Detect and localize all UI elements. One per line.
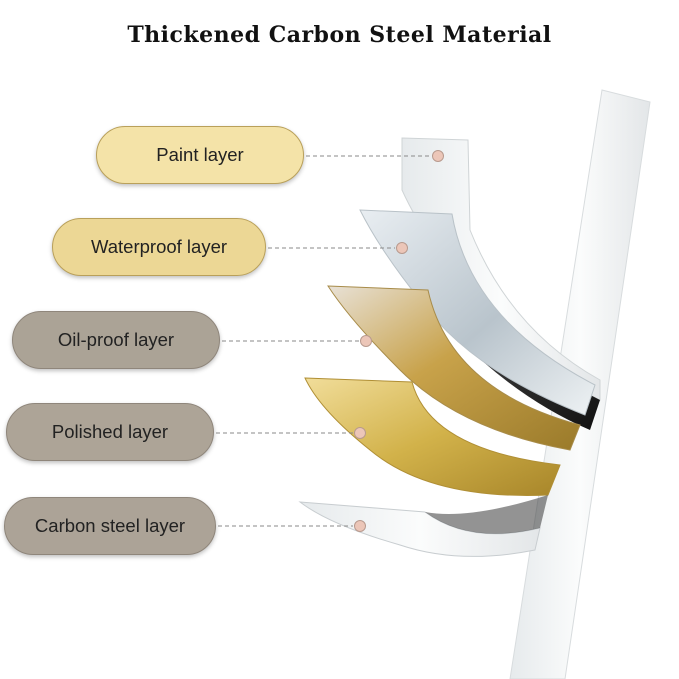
marker-dot <box>433 151 444 162</box>
label-polished-layer: Polished layer <box>6 403 214 461</box>
label-oil-proof-layer: Oil-proof layer <box>12 311 220 369</box>
marker-dot <box>355 428 366 439</box>
marker-dot <box>355 521 366 532</box>
marker-dot <box>361 336 372 347</box>
label-waterproof-layer: Waterproof layer <box>52 218 266 276</box>
label-paint-layer: Paint layer <box>96 126 304 184</box>
marker-dot <box>397 243 408 254</box>
label-carbon-steel-layer: Carbon steel layer <box>4 497 216 555</box>
